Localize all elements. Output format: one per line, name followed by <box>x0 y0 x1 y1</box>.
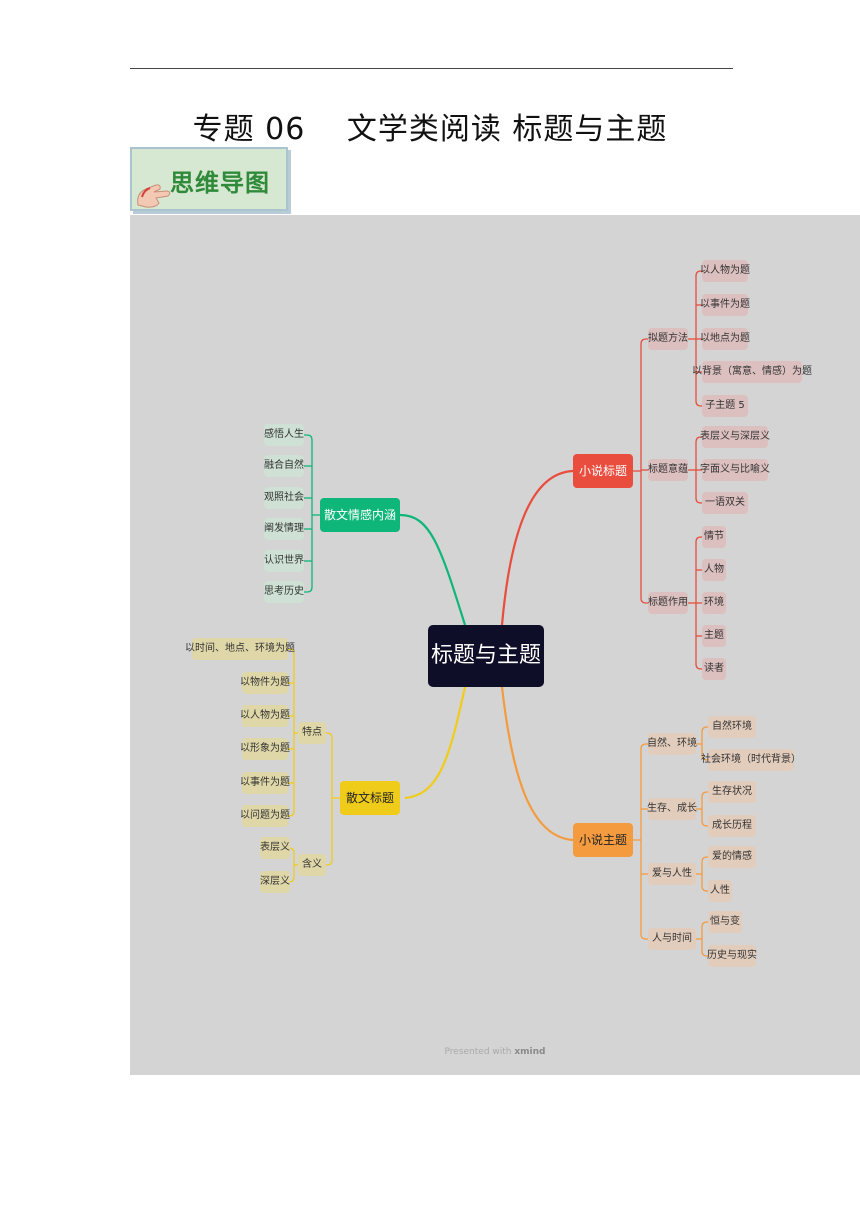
leaf-prose-emotion: 思考历史 <box>264 581 304 603</box>
connector-line <box>304 586 313 593</box>
subtopic-prose-title-1: 含义 <box>298 854 326 876</box>
watermark: Presented with xmind <box>444 1047 546 1057</box>
leaf-novel-theme: 成长历程 <box>708 815 756 837</box>
leaf-novel-theme: 社会环境（时代背景） <box>701 749 801 771</box>
leaf-prose-title: 以事件为题 <box>240 772 290 794</box>
connector-line <box>701 921 708 928</box>
mindmap-connectors <box>288 270 708 957</box>
leaf-novel-title: 以地点为题 <box>700 328 750 350</box>
connector-line <box>640 338 648 345</box>
connector-line <box>695 400 702 407</box>
connector-line <box>640 597 648 604</box>
connector-line <box>640 933 648 940</box>
leaf-novel-title: 表层义与深层义 <box>700 426 770 448</box>
connector-line <box>695 497 702 504</box>
subtopic-novel-theme-0: 自然、环境 <box>647 733 697 755</box>
leaf-novel-title: 人物 <box>702 559 726 581</box>
leaf-novel-title: 一语双关 <box>702 492 748 514</box>
subtopic-novel-theme-3: 人与时间 <box>648 928 696 950</box>
mindmap-badge: 思维导图 <box>130 147 288 211</box>
subtopic-novel-theme-1: 生存、成长 <box>647 798 697 820</box>
connector-line <box>701 820 708 827</box>
mindmap-canvas: 标题与主题小说标题拟题方法以人物为题以事件为题以地点为题以背景（寓意、情感）为题… <box>130 215 860 1075</box>
document-title: 专题 06 文学类阅读 标题与主题 <box>192 112 668 147</box>
leaf-novel-theme: 自然环境 <box>708 716 756 738</box>
connector-line <box>701 856 708 863</box>
connector-line <box>695 536 702 543</box>
branch-novel-theme: 小说主题 <box>573 823 633 857</box>
header-rule <box>130 68 733 69</box>
branch-prose-emotion: 散文情感内涵 <box>320 498 400 532</box>
leaf-novel-theme: 爱的情感 <box>708 846 756 868</box>
connector-line <box>326 859 333 866</box>
leaf-prose-emotion: 感悟人生 <box>264 424 304 446</box>
leaf-prose-emotion: 观照社会 <box>264 487 304 509</box>
leaf-prose-title: 以形象为题 <box>240 738 290 760</box>
leaf-prose-title: 以问题为题 <box>240 805 290 827</box>
leaf-prose-emotion: 融合自然 <box>264 455 304 477</box>
branch-novel-title: 小说标题 <box>573 454 633 488</box>
leaf-novel-title: 环境 <box>702 592 726 614</box>
leaf-novel-title: 以事件为题 <box>700 294 750 316</box>
connector-line <box>326 732 333 739</box>
connector-line <box>695 270 702 277</box>
branch-prose-title: 散文标题 <box>340 781 400 815</box>
connector-line <box>695 663 702 670</box>
leaf-prose-emotion: 阐发情理 <box>264 518 304 540</box>
leaf-novel-title: 子主题 5 <box>702 395 748 417</box>
subtopic-novel-title-0: 拟题方法 <box>648 328 688 350</box>
leaf-prose-title: 以时间、地点、环境为题 <box>185 638 295 660</box>
leaf-novel-title: 主题 <box>702 625 726 647</box>
connector-line <box>304 434 313 441</box>
subtopic-novel-theme-2: 爱与人性 <box>648 863 696 885</box>
connector-line <box>399 513 467 626</box>
connector-line <box>701 885 708 892</box>
leaf-novel-theme: 人性 <box>708 880 732 902</box>
leaf-prose-title: 表层义 <box>260 837 290 859</box>
leaf-prose-emotion: 认识世界 <box>264 550 304 572</box>
leaf-novel-theme: 恒与变 <box>708 911 742 933</box>
leaf-prose-title: 以人物为题 <box>240 705 290 727</box>
connector-line <box>500 686 574 842</box>
central-topic: 标题与主题 <box>428 625 544 687</box>
connector-line <box>701 726 708 733</box>
leaf-novel-title: 读者 <box>702 658 726 680</box>
leaf-novel-title: 字面义与比喻义 <box>700 459 770 481</box>
connector-line <box>404 686 467 800</box>
connector-line <box>701 754 708 761</box>
connector-line <box>288 810 295 817</box>
subtopic-novel-title-1: 标题意蕴 <box>648 459 688 481</box>
connector-line <box>288 648 295 655</box>
connector-line <box>701 791 708 798</box>
hand-pointer-icon <box>137 184 171 208</box>
connector-line <box>500 469 574 626</box>
leaf-novel-theme: 历史与现实 <box>707 945 757 967</box>
connector-line <box>701 950 708 957</box>
subtopic-prose-title-0: 特点 <box>298 722 326 744</box>
leaf-prose-title: 以物件为题 <box>240 672 290 694</box>
leaf-novel-title: 情节 <box>702 526 726 548</box>
connector-line <box>695 436 702 443</box>
badge-label: 思维导图 <box>170 169 270 197</box>
leaf-novel-title: 以人物为题 <box>700 260 750 282</box>
subtopic-novel-title-2: 标题作用 <box>648 592 688 614</box>
leaf-novel-theme: 生存状况 <box>708 781 756 803</box>
connector-line <box>640 743 648 750</box>
leaf-novel-title: 以背景（寓意、情感）为题 <box>692 361 812 383</box>
leaf-prose-title: 深层义 <box>260 871 290 893</box>
